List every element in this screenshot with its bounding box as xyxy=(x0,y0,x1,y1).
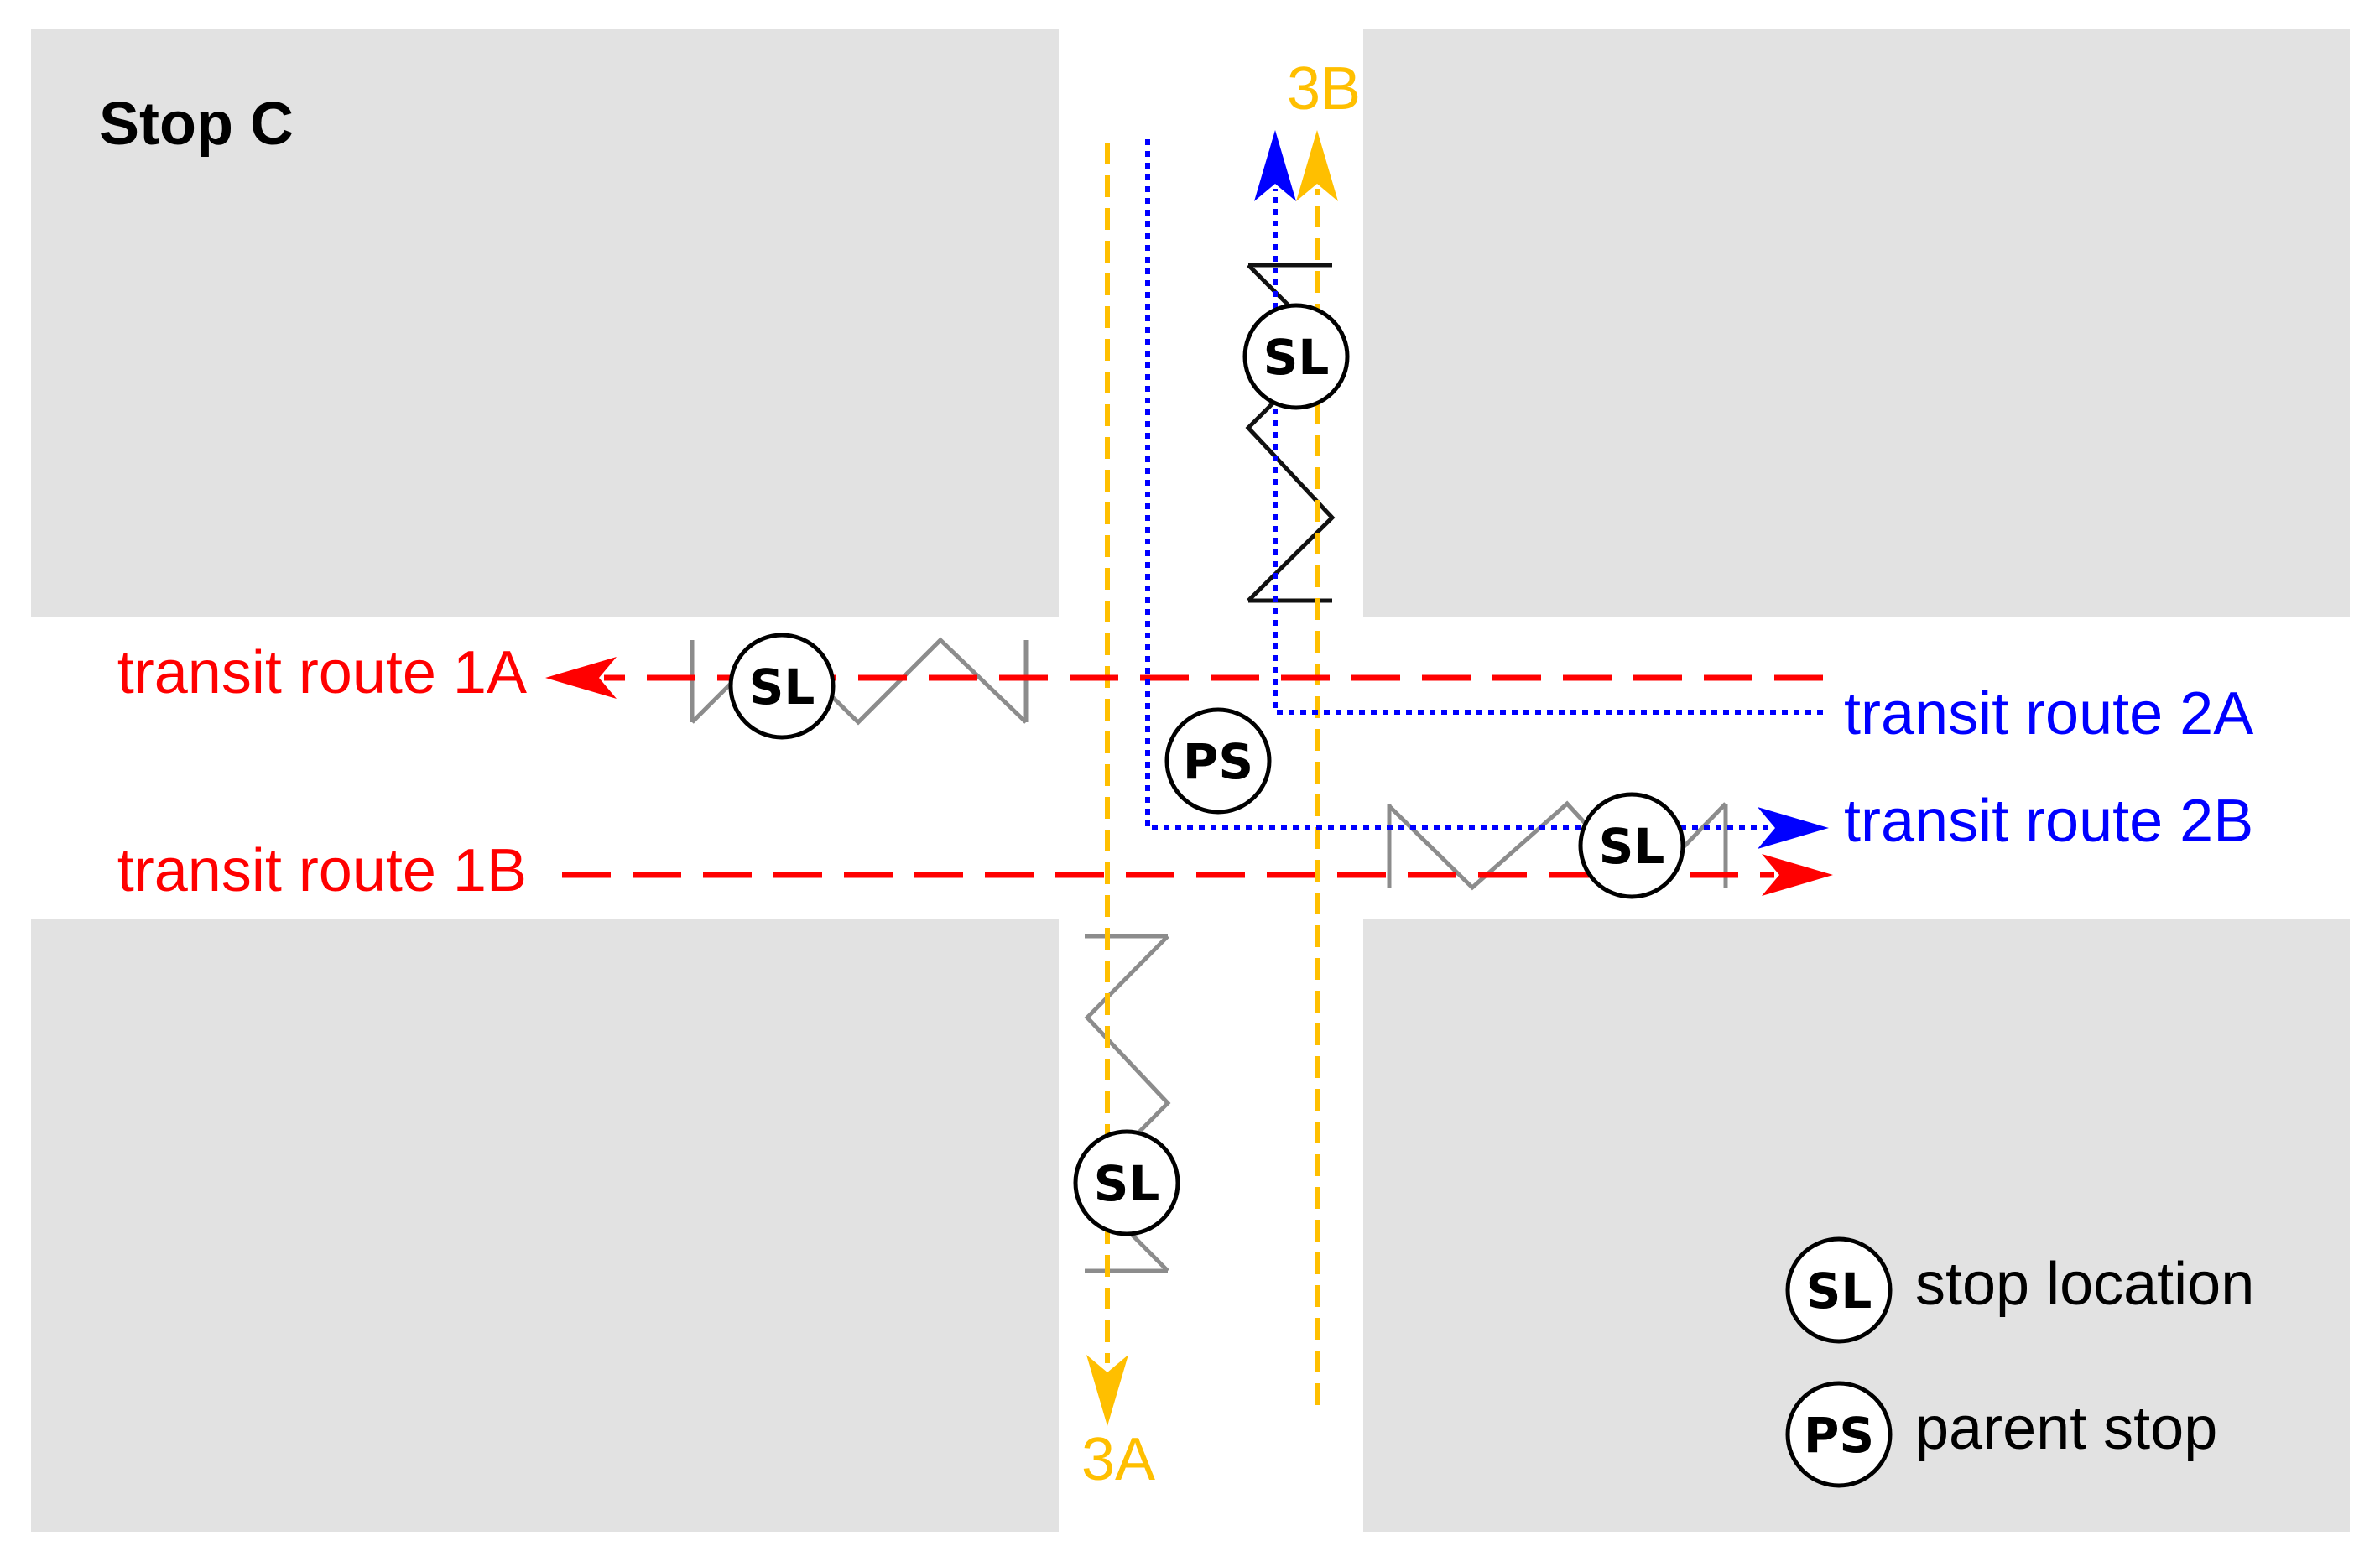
stop-location-marker-south: SL xyxy=(1073,1129,1180,1236)
parent-stop-code: PS xyxy=(1183,733,1253,790)
stop-location-code: SL xyxy=(1599,818,1665,875)
city-block-top-left xyxy=(31,29,1059,617)
stop-location-code: SL xyxy=(1263,329,1330,386)
city-block-bottom-left xyxy=(31,919,1059,1532)
city-block-top-right xyxy=(1363,29,2350,617)
stop-location-marker-west: SL xyxy=(728,633,836,740)
route-1b-arrowhead xyxy=(1762,854,1833,896)
page-title: Stop C xyxy=(99,91,294,158)
route-1b-line xyxy=(562,854,1833,896)
route-2a-label: transit route 2A xyxy=(1844,680,2253,747)
route-3a-arrowhead xyxy=(1086,1355,1128,1426)
stop-location-code: SL xyxy=(749,659,815,716)
legend: SL stop location PS parent stop xyxy=(1785,1236,2254,1488)
stop-location-marker-east: SL xyxy=(1578,792,1685,899)
route-3b-label: 3B xyxy=(1287,55,1361,122)
route-2b-line xyxy=(1145,139,1829,849)
legend-stop-location-symbol: SL xyxy=(1785,1236,1893,1344)
route-1a-arrowhead xyxy=(545,657,617,699)
route-2b-label: transit route 2B xyxy=(1844,788,2253,855)
route-3b-arrowhead xyxy=(1296,130,1338,201)
stop-location-code: SL xyxy=(1094,1155,1160,1212)
legend-parent-stop-label: parent stop xyxy=(1915,1395,2217,1462)
legend-parent-stop-code: PS xyxy=(1804,1407,1874,1464)
legend-parent-stop-symbol: PS xyxy=(1785,1381,1893,1488)
route-1a-label: transit route 1A xyxy=(117,639,527,706)
legend-stop-location-code: SL xyxy=(1806,1262,1872,1320)
parent-stop-marker: PS xyxy=(1164,707,1272,815)
route-3b-line xyxy=(1296,130,1338,1405)
stop-location-marker-north: SL xyxy=(1242,303,1350,410)
route-2b-arrowhead xyxy=(1758,807,1829,849)
route-2a-arrowhead xyxy=(1254,130,1296,201)
route-3a-label: 3A xyxy=(1081,1426,1155,1493)
route-1b-label: transit route 1B xyxy=(117,837,527,904)
legend-stop-location-label: stop location xyxy=(1915,1251,2254,1318)
